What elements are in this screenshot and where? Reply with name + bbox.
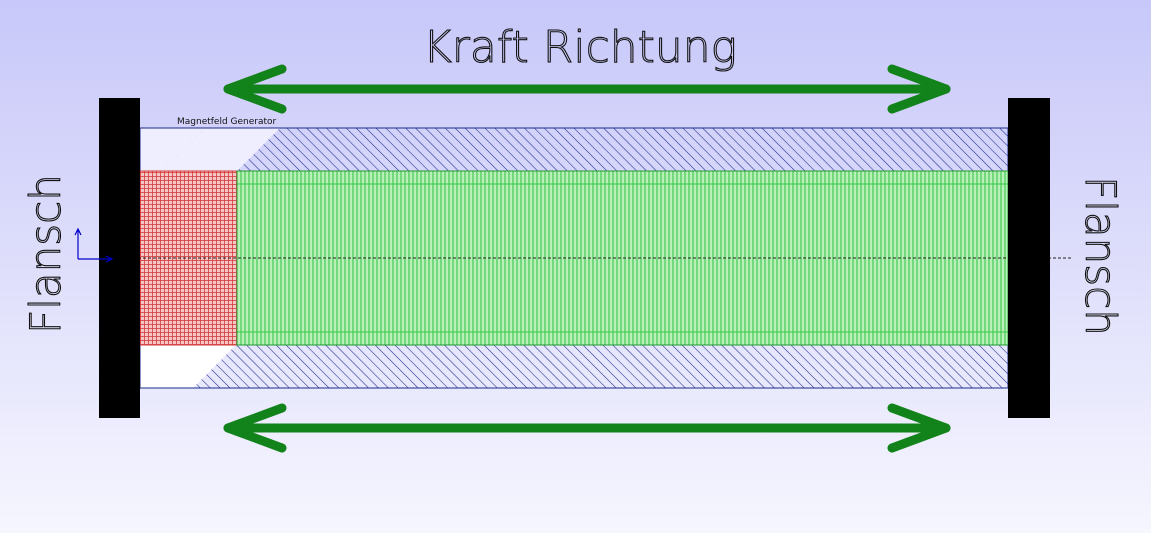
right-flange-label: Flansch (1076, 176, 1125, 336)
title-label: Kraft Richtung (423, 22, 737, 73)
left-flange-label: Flansch (21, 174, 70, 334)
component-label: Magnetfeld Generator (177, 117, 277, 127)
left-flange (99, 98, 140, 418)
axis-marker-icon (74, 227, 114, 263)
right-flange (1008, 98, 1050, 418)
magnet-core (236, 170, 1009, 346)
housing-bottom (139, 344, 1009, 389)
housing-top (139, 127, 1009, 172)
bottom-force-arrow (223, 403, 951, 453)
top-force-arrow (223, 64, 951, 114)
